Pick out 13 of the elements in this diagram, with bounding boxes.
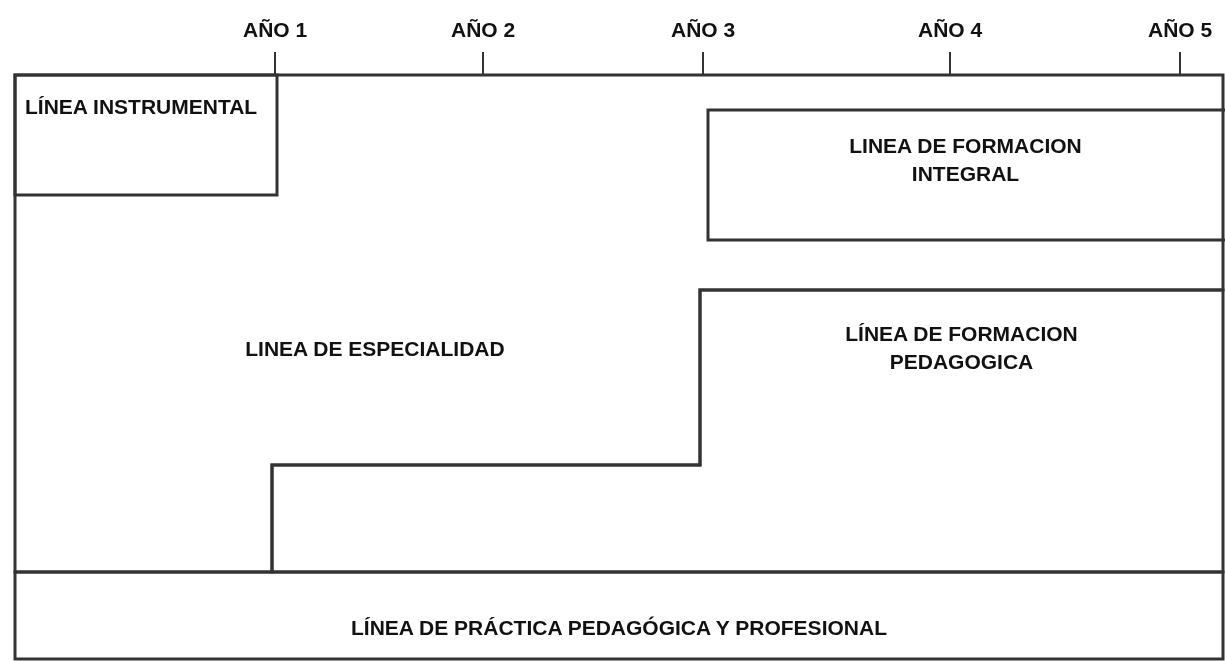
year-label: AÑO 2	[451, 18, 516, 42]
line-label: LINEA DE ESPECIALIDAD	[244, 336, 506, 362]
year-label: AÑO 5	[1148, 18, 1213, 42]
line-region	[15, 75, 1223, 572]
year-label: AÑO 1	[243, 18, 308, 42]
line-label: LÍNEA INSTRUMENTAL	[25, 94, 259, 120]
year-label: AÑO 4	[918, 18, 983, 42]
year-label: AÑO 3	[671, 18, 736, 42]
line-label: LÍNEA DE FORMACION PEDAGOGICA	[844, 321, 1079, 375]
line-label: LINEA DE FORMACION INTEGRAL	[848, 133, 1083, 187]
line-band	[15, 572, 1223, 659]
line-box	[708, 110, 1225, 240]
line-label: LÍNEA DE PRÁCTICA PEDAGÓGICA Y PROFESIONAL	[350, 615, 888, 641]
